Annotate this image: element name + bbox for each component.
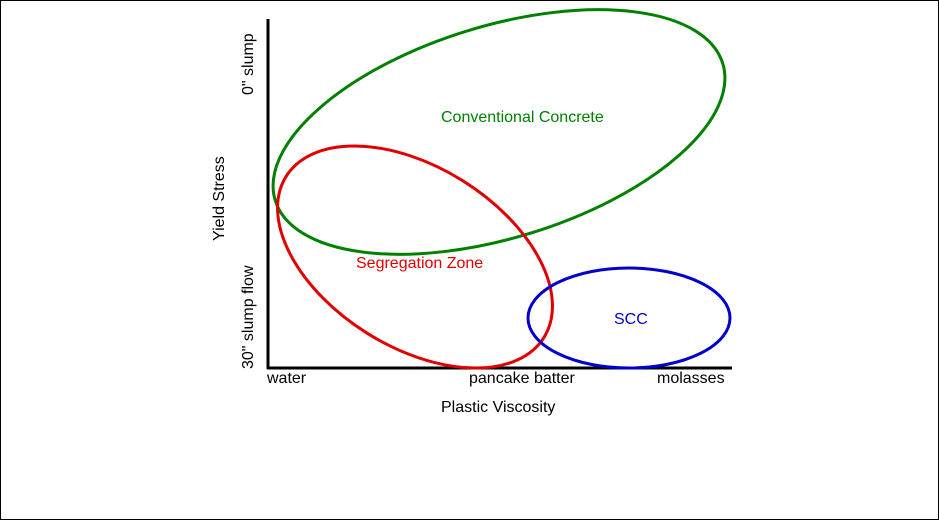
scc-label: SCC	[614, 311, 648, 328]
x-tick-molasses: molasses	[657, 370, 725, 387]
x-tick-pancake-batter: pancake batter	[469, 370, 576, 387]
segregation-zone-label: Segregation Zone	[356, 255, 483, 272]
y-tick-slump-flow: 30" slump flow	[240, 265, 257, 369]
y-tick-zero-slump: 0" slump	[240, 33, 257, 95]
conventional-concrete-ellipse	[271, 8, 727, 256]
segregation-zone-ellipse	[276, 144, 554, 370]
x-axis-title: Plastic Viscosity	[441, 399, 555, 416]
conventional-concrete-label: Conventional Concrete	[441, 109, 604, 126]
y-axis-title: Yield Stress	[211, 156, 228, 241]
x-tick-water: water	[266, 370, 307, 387]
scc-ellipse	[526, 266, 732, 370]
